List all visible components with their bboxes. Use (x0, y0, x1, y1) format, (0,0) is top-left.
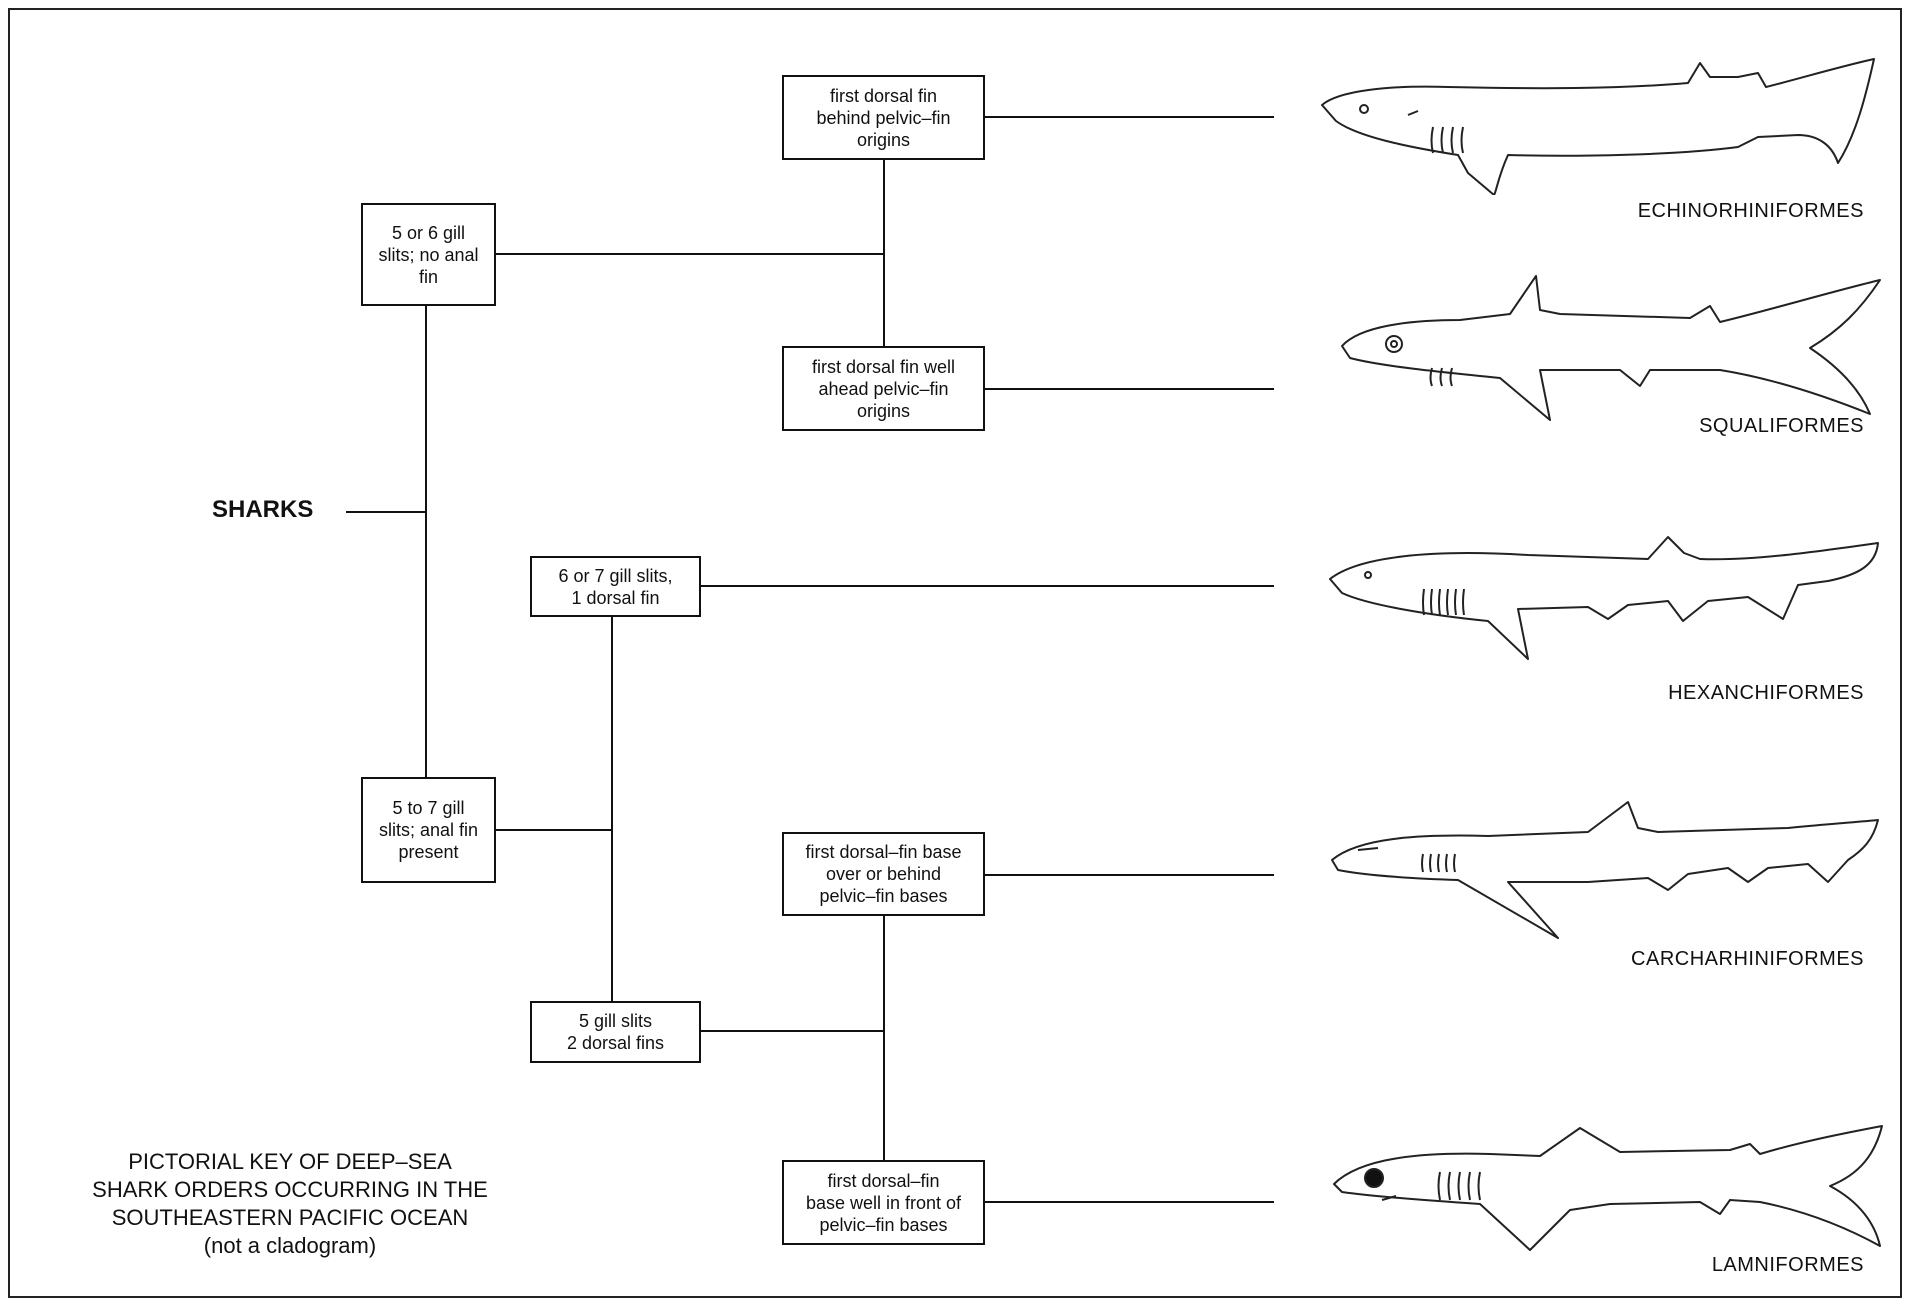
order-label-lamniformes: LAMNIFORMES (1711, 1254, 1864, 1276)
node-dorsal-over-behind-pelvic: first dorsal–fin base over or behind pel… (782, 832, 985, 916)
node-dorsal-well-in-front-pelvic: first dorsal–fin base well in front of p… (782, 1160, 985, 1245)
node-first-dorsal-behind-pelvic: first dorsal fin behind pelvic–fin origi… (782, 75, 985, 160)
title-line: SHARK ORDERS OCCURRING IN THE (92, 1177, 488, 1202)
diagram-title: PICTORIAL KEY OF DEEP–SEA SHARK ORDERS O… (40, 1148, 540, 1260)
node-six-seven-gill-slits: 6 or 7 gill slits, 1 dorsal fin (530, 556, 701, 617)
title-line: PICTORIAL KEY OF DEEP–SEA (128, 1149, 452, 1174)
node-no-anal-fin: 5 or 6 gill slits; no anal fin (361, 203, 496, 306)
node-anal-fin-present: 5 to 7 gill slits; anal fin present (361, 777, 496, 883)
root-label-sharks: SHARKS (212, 496, 314, 523)
node-five-gill-slits-two-dorsal: 5 gill slits 2 dorsal fins (530, 1001, 701, 1063)
order-label-hexanchiformes: HEXANCHIFORMES (1668, 682, 1864, 704)
node-first-dorsal-ahead-pelvic: first dorsal fin well ahead pelvic–fin o… (782, 346, 985, 431)
shark-squalus-icon (1341, 275, 1881, 421)
shark-carcharhinus-icon (1331, 801, 1879, 939)
shark-lamna-icon (1333, 1125, 1883, 1251)
shark-echinorhinus-icon (1321, 58, 1875, 195)
order-label-carcharhiniformes: CARCHARHINIFORMES (1631, 948, 1864, 970)
title-line: (not a cladogram) (203, 1233, 377, 1258)
order-label-squaliformes: SQUALIFORMES (1699, 415, 1864, 437)
order-label-echinorhiniformes: ECHINORHINIFORMES (1637, 200, 1864, 222)
shark-hexanchus-icon (1329, 536, 1879, 660)
diagram-frame (8, 8, 1902, 1298)
title-line: SOUTHEASTERN PACIFIC OCEAN (111, 1205, 469, 1230)
